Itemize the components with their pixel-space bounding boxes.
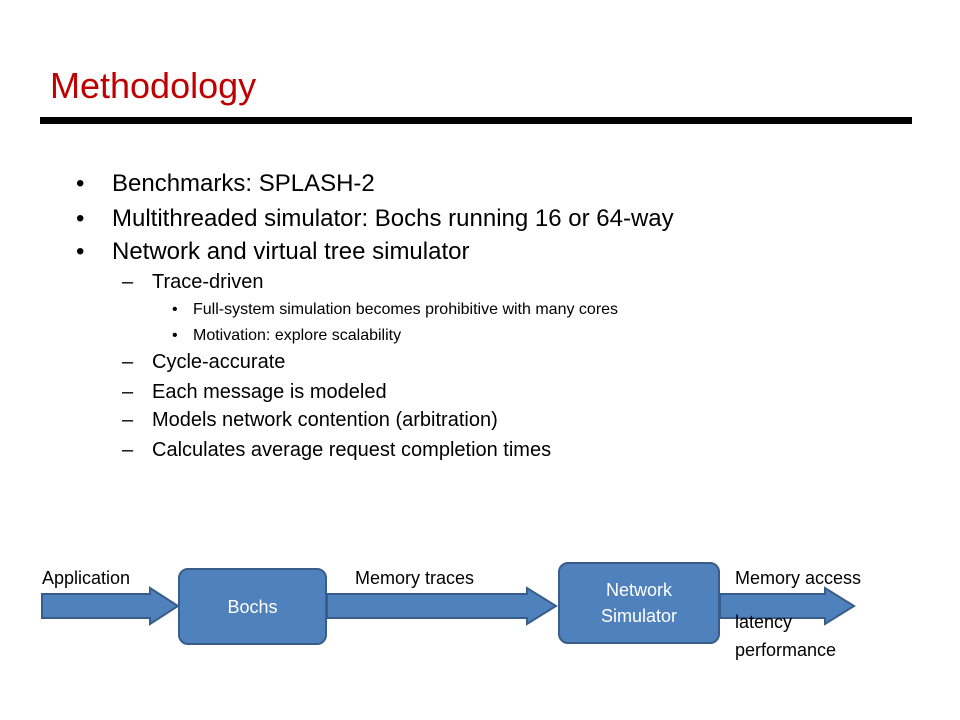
bullet-list: Benchmarks: SPLASH-2 Multithreaded simul… [0,0,960,500]
output-arrow [719,586,856,626]
bullet-benchmarks: Benchmarks: SPLASH-2 [76,168,375,200]
slide-title: Methodology [50,65,257,106]
bullet-network-simulator: Network and virtual tree simulator [76,236,470,268]
application-label: Application [42,568,131,588]
memory-traces-arrow [326,586,558,626]
output-label-line3: performance [735,640,837,660]
memory-traces-label: Memory traces [355,568,475,588]
subsubbullet-motivation: Motivation: explore scalability [172,324,401,348]
subbullet-message-modeled: Each message is modeled [122,378,387,406]
network-simulator-label-line1: Network [605,580,672,600]
output-label-line2: latency [735,612,793,632]
bullet-multithreaded-simulator: Multithreaded simulator: Bochs running 1… [76,203,674,235]
title-divider [40,117,912,124]
subbullet-trace-driven: Trace-driven [122,268,263,296]
bochs-box-label: Bochs [227,596,278,617]
application-arrow [41,586,180,626]
subsubbullet-full-system: Full-system simulation becomes prohibiti… [172,298,618,322]
subbullet-network-contention: Models network contention (arbitration) [122,406,498,434]
network-simulator-box: Network Simulator [558,562,720,644]
bochs-box: Bochs [178,568,327,645]
network-simulator-label-line2: Simulator [600,606,678,626]
subbullet-completion-times: Calculates average request completion ti… [122,436,551,464]
output-label-line1: Memory access [735,568,862,588]
subbullet-cycle-accurate: Cycle-accurate [122,348,285,376]
